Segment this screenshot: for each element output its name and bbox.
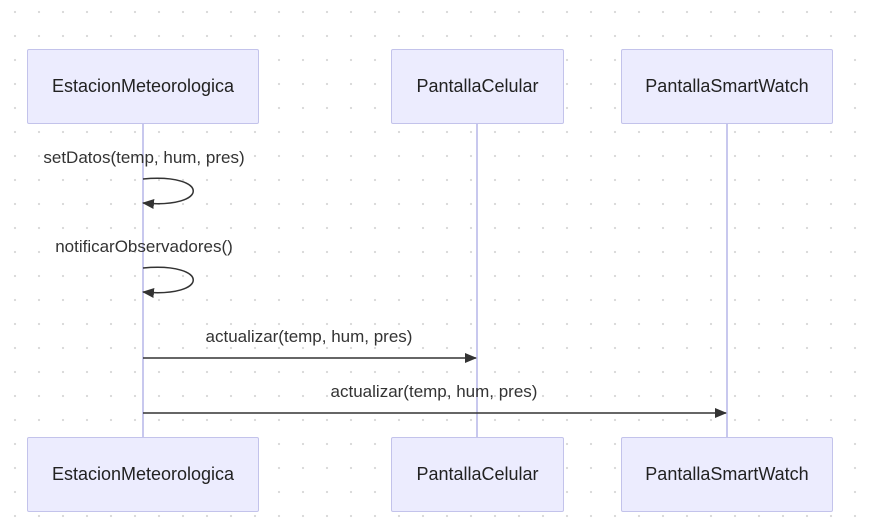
actor-smartwatch-bottom: PantallaSmartWatch — [621, 437, 833, 512]
self-arrow-setdatos — [142, 177, 194, 209]
actor-label: PantallaCelular — [416, 464, 539, 484]
actor-celular-bottom: PantallaCelular — [391, 437, 564, 512]
actor-label: PantallaSmartWatch — [645, 464, 809, 484]
actor-estacion-bottom: EstacionMeteorologica — [27, 437, 259, 512]
actor-label: PantallaSmartWatch — [645, 76, 809, 96]
message-label-actualizar-celular: actualizar(temp, hum, pres) — [205, 327, 413, 346]
message-label-notificar: notificarObservadores() — [55, 237, 233, 256]
actor-celular-top: PantallaCelular — [391, 49, 564, 124]
actor-estacion-top: EstacionMeteorologica — [27, 49, 259, 124]
message-label-setdatos: setDatos(temp, hum, pres) — [43, 148, 245, 167]
actor-label: EstacionMeteorologica — [51, 76, 235, 96]
self-arrow-notificar — [142, 266, 194, 298]
actor-smartwatch-top: PantallaSmartWatch — [621, 49, 833, 124]
actor-label: EstacionMeteorologica — [51, 464, 235, 484]
actor-label: PantallaCelular — [416, 76, 539, 96]
message-label-actualizar-smartwatch: actualizar(temp, hum, pres) — [330, 382, 538, 401]
